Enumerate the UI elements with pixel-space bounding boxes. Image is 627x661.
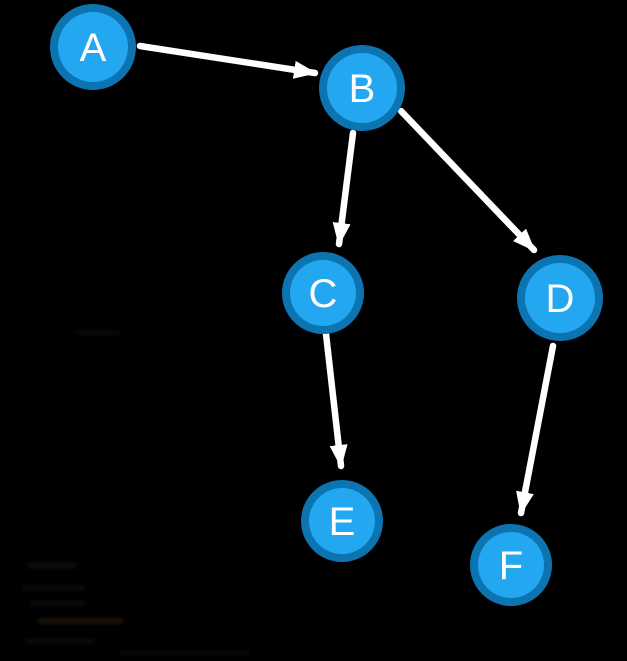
node-fill <box>58 12 128 82</box>
node-fill <box>290 260 356 326</box>
edge-arrow-D-to-F <box>516 342 557 517</box>
edge-arrow-C-to-E <box>322 330 348 470</box>
node-fill <box>478 532 544 598</box>
graph-node-A[interactable]: A <box>50 4 136 90</box>
edge-arrow-A-to-B <box>136 42 319 79</box>
graph-node-F[interactable]: F <box>470 524 552 606</box>
graph-node-B[interactable]: B <box>319 45 405 131</box>
graph-node-D[interactable]: D <box>517 255 603 341</box>
node-fill <box>525 263 595 333</box>
graph-node-E[interactable]: E <box>301 480 383 562</box>
edges-layer <box>136 42 557 517</box>
edge-arrow-B-to-D <box>397 107 538 254</box>
node-fill <box>327 53 397 123</box>
graph-node-C[interactable]: C <box>282 252 364 334</box>
node-fill <box>309 488 375 554</box>
edge-arrow-B-to-C <box>332 129 357 248</box>
